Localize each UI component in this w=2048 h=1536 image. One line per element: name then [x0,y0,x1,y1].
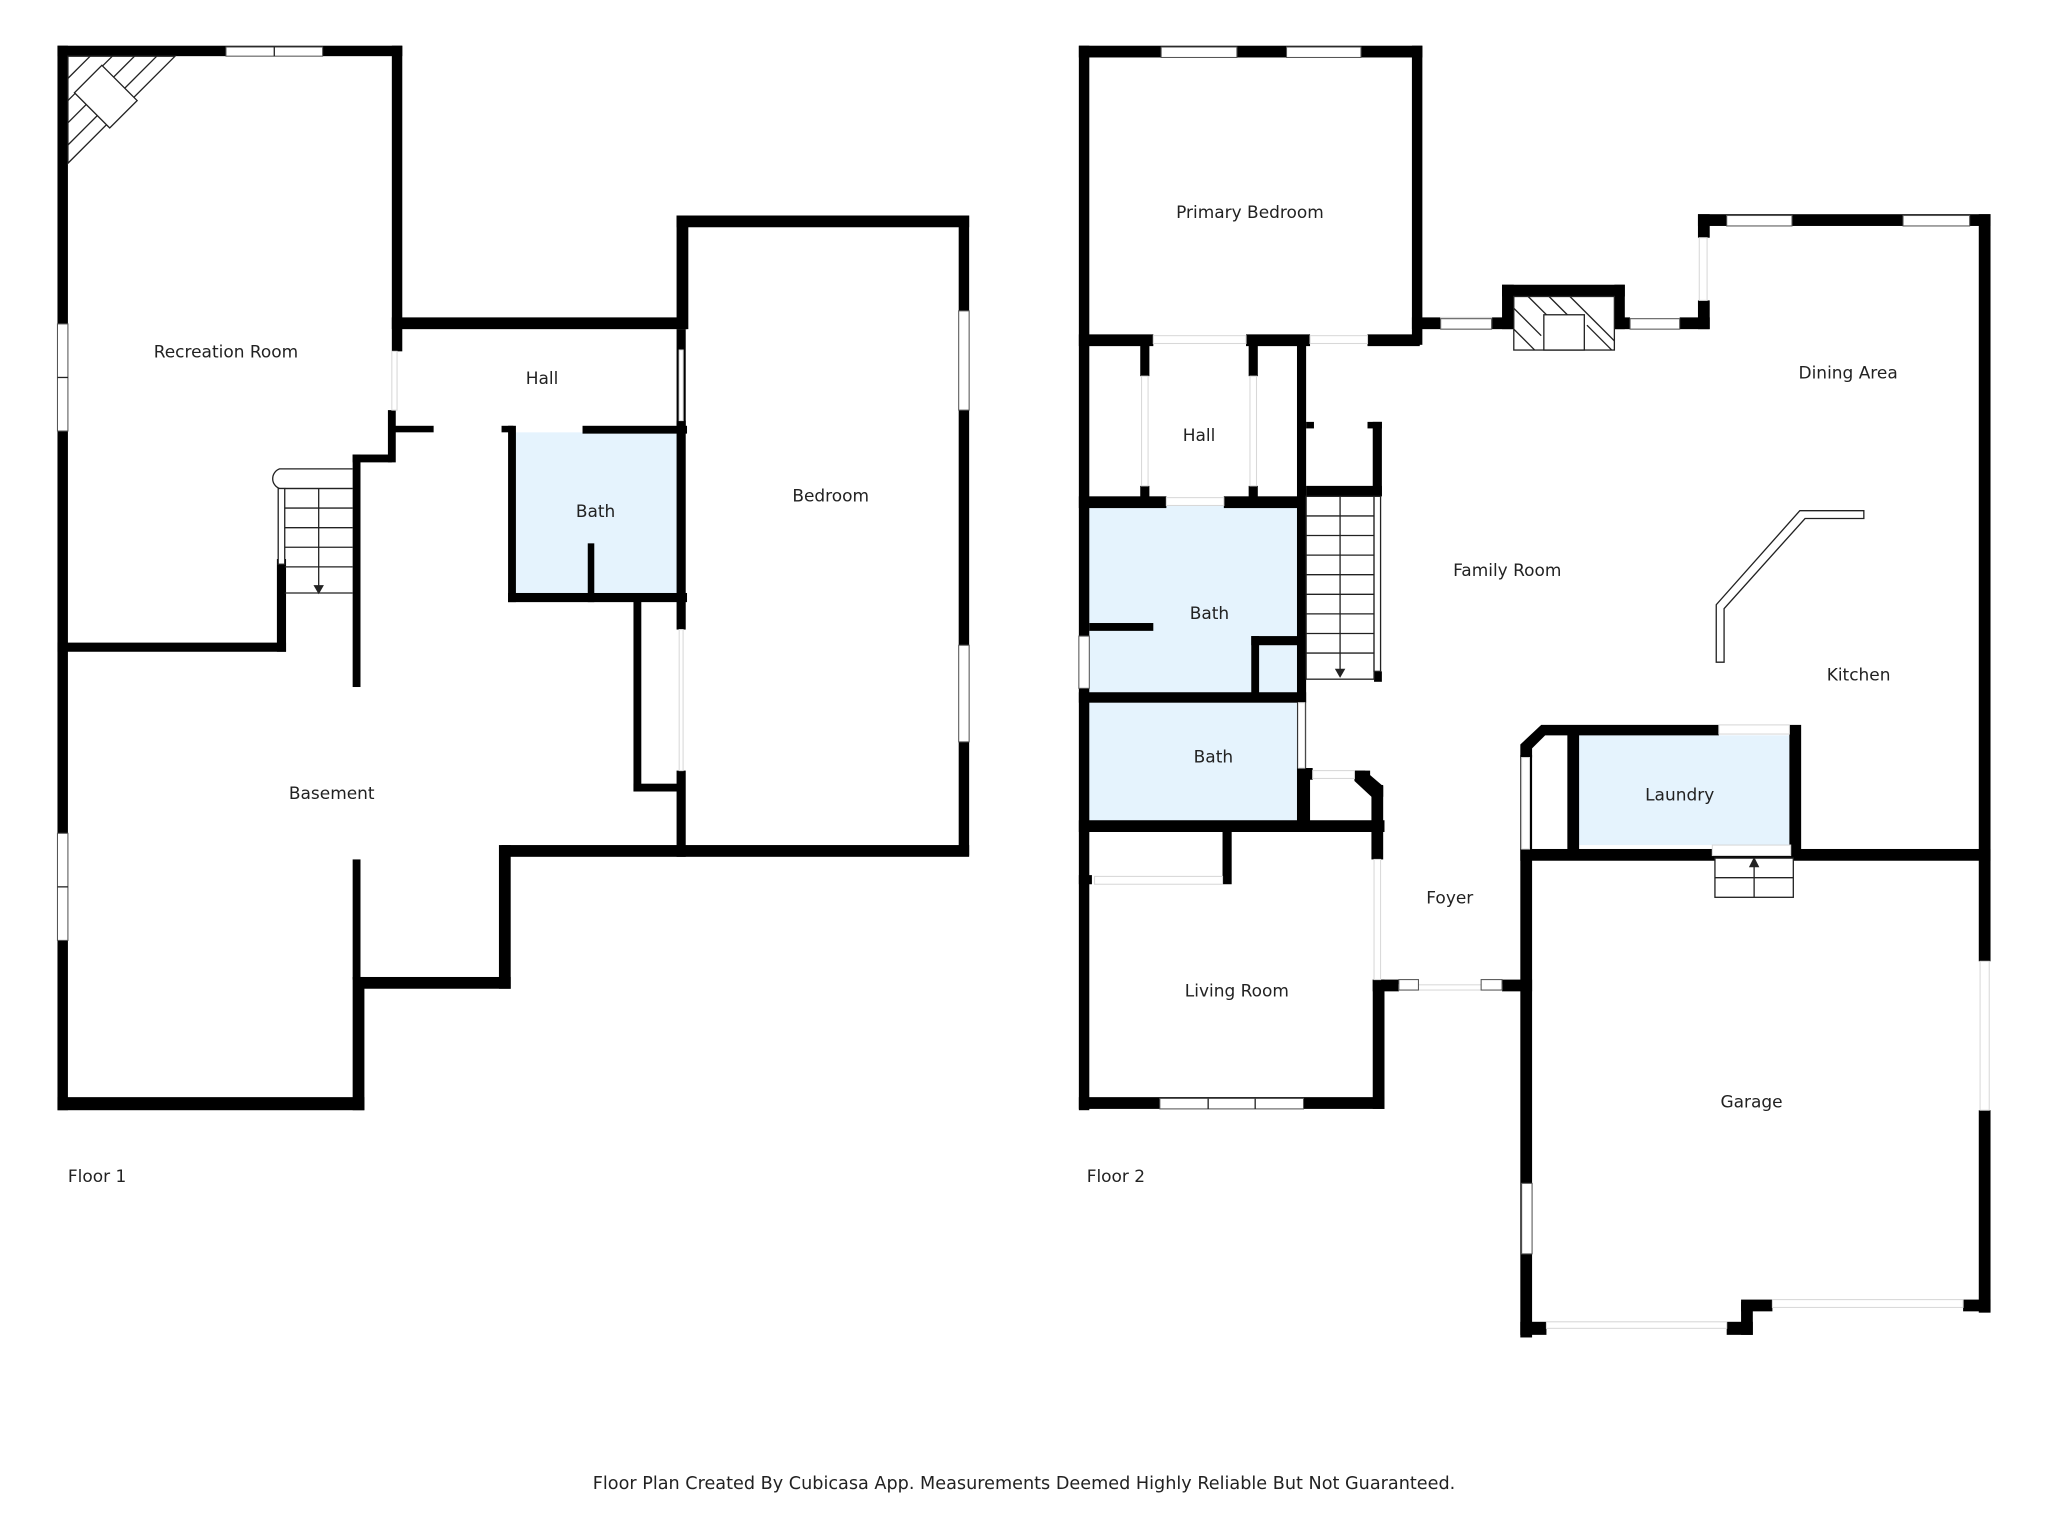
room-label-family-room: Family Room [1453,561,1561,581]
window [1398,979,1419,991]
floor-1-plan: Recreation Room Hall Bath Bedroom Baseme… [56,45,970,1187]
room-label-laundry: Laundry [1645,785,1714,805]
room-label-bedroom: Bedroom [792,486,869,506]
room-label-primary-bedroom: Primary Bedroom [1176,203,1324,223]
fireplace-icon [67,55,177,165]
room-label-dining-area: Dining Area [1799,364,1898,384]
window [1521,1182,1533,1255]
room-label-kitchen: Kitchen [1827,665,1891,685]
floor-1-label: Floor 1 [68,1167,126,1187]
room-label-bath-upper: Bath [1190,604,1229,624]
window [1286,46,1362,58]
floor2-bath-lower-fill [1089,702,1301,825]
floor-2-plan: Primary Bedroom Hall Bath Bath Dining Ar… [1078,45,1991,1338]
window [958,644,970,743]
room-label-hall: Hall [526,369,559,389]
room-label-foyer: Foyer [1426,889,1473,909]
floor1-bath-fill [514,432,681,595]
room-label-recreation-room: Recreation Room [154,343,298,363]
window [1160,46,1238,58]
room-label-living-room: Living Room [1185,981,1289,1001]
stairs-icon [272,468,353,595]
window [1078,635,1090,689]
floor-2-label: Floor 2 [1087,1167,1145,1187]
window [1480,979,1503,991]
window [1440,318,1493,330]
floor2-bath-upper-fill [1089,504,1301,697]
kitchen-counter-icon [1715,510,1865,663]
window [1902,214,1971,227]
room-label-bath-lower: Bath [1194,748,1233,768]
room-label-bath: Bath [576,502,615,522]
footer-disclaimer: Floor Plan Created By Cubicasa App. Meas… [593,1474,1456,1494]
room-label-hall: Hall [1183,426,1216,446]
window [1159,1097,1305,1110]
window [1726,214,1793,227]
room-label-garage: Garage [1720,1092,1782,1112]
window [958,310,970,411]
room-label-basement: Basement [289,784,375,804]
garage-steps-icon [1714,856,1794,898]
stairs-icon [1305,495,1382,680]
laundry-fill [1577,735,1791,846]
window [1629,318,1681,330]
fireplace-icon [1513,295,1616,351]
